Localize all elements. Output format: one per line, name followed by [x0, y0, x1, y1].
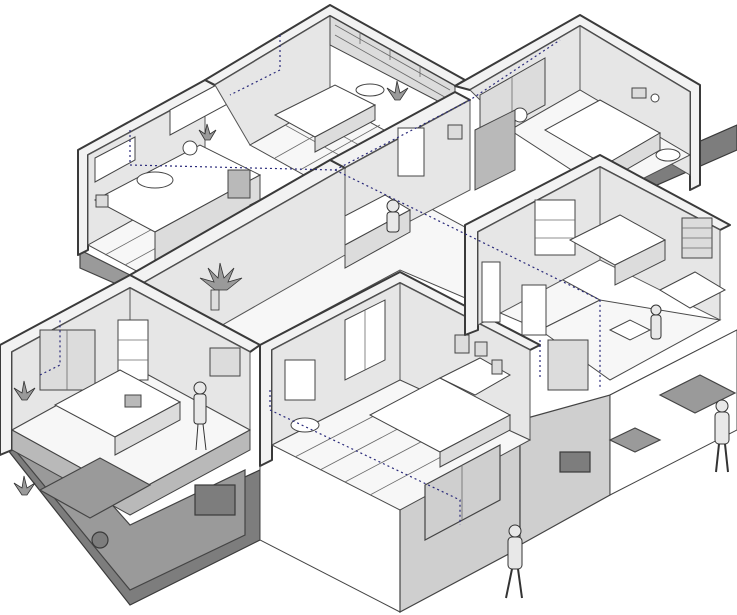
living-right-wall	[579, 25, 691, 176]
lower-table	[658, 374, 737, 414]
toaster	[95, 194, 109, 208]
dressing-mirror	[284, 359, 316, 401]
upper-cabinet-left	[94, 136, 136, 183]
picture-frame	[454, 334, 470, 354]
hallway-picture	[447, 124, 463, 140]
person-walking-front	[505, 524, 523, 599]
notice-board	[209, 347, 241, 377]
lower-storage	[559, 374, 737, 473]
pot	[182, 140, 198, 156]
bookshelf	[117, 319, 149, 381]
living-doorway	[474, 109, 516, 191]
lower-office	[13, 457, 236, 549]
kitchen-plant	[198, 123, 217, 141]
side-table	[655, 148, 681, 162]
office-plant	[13, 380, 36, 401]
ottoman	[608, 319, 652, 341]
desk-front	[114, 401, 181, 456]
lower-desk	[38, 457, 152, 519]
lower-shelf	[194, 484, 236, 516]
bathroom	[204, 4, 466, 196]
kitchen-sink	[136, 171, 174, 189]
front-entry	[424, 444, 501, 541]
person-walking-right	[714, 399, 730, 473]
lower-office-chair	[91, 531, 109, 549]
picture-frame-3	[491, 359, 503, 375]
lower-stool	[608, 427, 662, 453]
electrical-wiring	[39, 35, 601, 525]
computer-monitor	[124, 394, 142, 408]
hall-cabinet	[481, 261, 501, 323]
person-reading-on-sofa	[386, 199, 400, 233]
bathroom-plant	[386, 80, 409, 101]
hallway-plant	[199, 262, 243, 311]
kids-shelf	[534, 199, 576, 256]
washbasin	[355, 83, 385, 97]
office	[0, 274, 261, 516]
bedroom	[259, 271, 541, 541]
kids-bed-front	[614, 239, 666, 286]
oven	[227, 169, 251, 199]
wall-shelf	[631, 87, 647, 99]
person-standing-in-office	[193, 381, 207, 451]
person-in-kids-room	[650, 304, 662, 340]
wall-clock	[650, 93, 660, 103]
bathtub-front	[314, 104, 376, 153]
kids-desk	[658, 271, 727, 309]
office-window	[39, 329, 96, 391]
sliding-door	[547, 339, 589, 391]
lower-drawer	[559, 451, 591, 473]
bed-front	[439, 414, 511, 468]
kids-room	[464, 154, 731, 391]
pouf	[290, 417, 320, 433]
picture-frame-2	[474, 341, 488, 357]
kids-side-wall	[609, 329, 737, 496]
kids-door	[521, 284, 547, 336]
brick-pattern	[334, 24, 451, 101]
lower-office-plant	[13, 475, 36, 496]
hallway-door	[397, 127, 425, 177]
